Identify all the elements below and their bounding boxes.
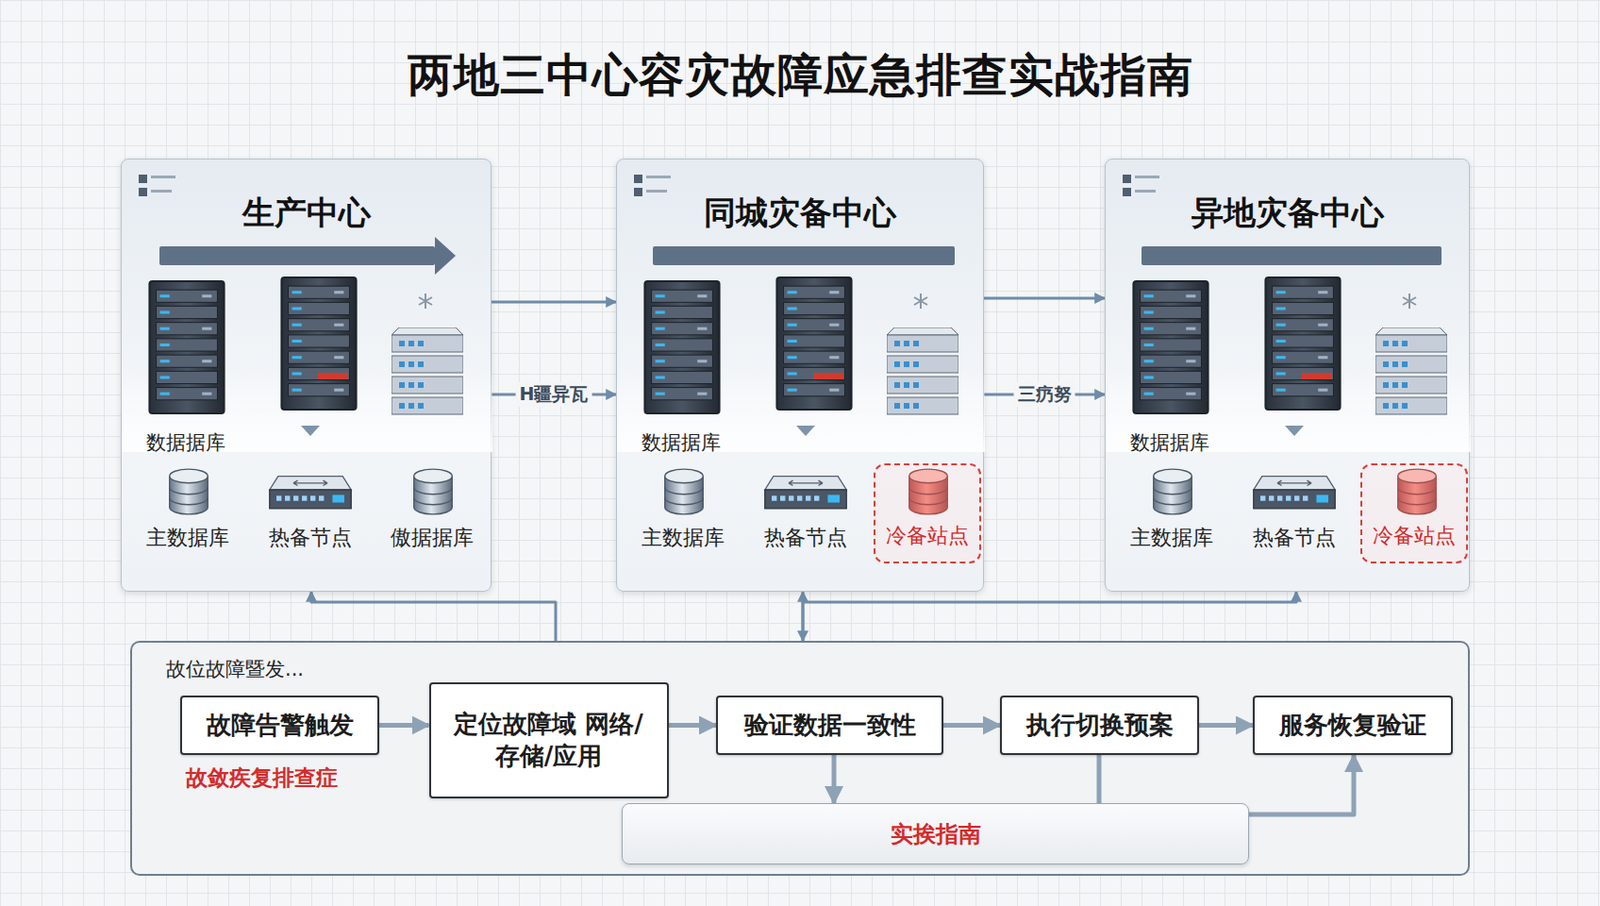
node-text: 傲据据库 (390, 523, 474, 552)
component-node: 傲据据库 (378, 463, 486, 564)
cold-site-node: 冷备站点 (873, 463, 982, 564)
node-text: 执行切换预案 (1026, 709, 1174, 742)
node-text: 主数据库 (1130, 523, 1214, 552)
process-box: 服务恢复验证 (1252, 695, 1453, 755)
node-text: 实挨指南 (890, 818, 982, 850)
node-text: 异地灾备中心 (1105, 191, 1469, 235)
connector-arrow (311, 591, 556, 641)
text-label: 数据据库 (641, 429, 721, 456)
node-text: 主数据库 (641, 523, 725, 552)
process-box: 验证数据一致性 (716, 695, 944, 755)
node-text: 热备节点 (268, 523, 352, 552)
node-text: 验证数据一致性 (744, 709, 917, 742)
component-node: 主数据库 (629, 463, 737, 564)
node-text: 故障告警触发 (206, 709, 354, 742)
node-text: 故位故障暨发... (166, 655, 304, 683)
node-text: 热备节点 (764, 523, 848, 552)
node-text: 服务恢复验证 (1279, 709, 1427, 742)
text-label: 数据据库 (1130, 429, 1210, 456)
connector-arrow (983, 297, 1105, 300)
component-node: 热备节点 (751, 463, 860, 564)
connector-arrow (943, 722, 1000, 728)
node-text: 定位故障域 网络/存储/应用 (440, 708, 658, 773)
node-text: 主数据库 (146, 523, 230, 552)
connector-arrow (491, 300, 617, 304)
connector-arrow (832, 754, 837, 803)
component-node: 热备节点 (256, 463, 365, 564)
cold-site-node: 冷备站点 (1360, 463, 1468, 564)
process-box: 定位故障域 网络/存储/应用 (429, 682, 669, 799)
component-node: 主数据库 (1117, 463, 1226, 564)
text-label: 故敛疾复排查症 (185, 763, 338, 793)
node-text: 冷备站点 (1372, 521, 1456, 550)
component-node: 热备节点 (1240, 463, 1349, 564)
connector-arrow (802, 591, 1297, 641)
process-band: 故位故障暨发... 故障告警触发 定位故障域 网络/存储/应用 验证数据一致性 执行切换… (130, 640, 1470, 876)
diagram-title: 两地三中心容灾故障应急排查实战指南 (0, 45, 1600, 106)
center-panel: 异地灾备中心主数据库 热备节点 冷备站点 数据据库 (1104, 158, 1470, 592)
center-panel: 生产中心主数据库 热备节点 傲据据库 数据据库 (120, 158, 492, 592)
process-box: 故障告警触发 (180, 695, 380, 755)
node-text: 生产中心 (121, 191, 491, 235)
node-text: 同城灾备中心 (616, 191, 984, 235)
component-node: 主数据库 (133, 463, 242, 564)
edge-label: H疆异瓦 (516, 382, 593, 407)
process-box: 执行切换预案 (1000, 695, 1200, 755)
edge-label: 三疓努 (1014, 382, 1076, 407)
node-text: 热备节点 (1252, 523, 1336, 552)
connector-arrow (379, 722, 430, 728)
connector-arrow (1097, 754, 1102, 803)
guide-band: 实挨指南 (621, 802, 1250, 865)
text-label: 数据据库 (146, 429, 226, 456)
connector-arrow (668, 722, 717, 728)
connector-arrow (1249, 754, 1354, 815)
connector-arrow (1199, 722, 1253, 728)
center-panel: 同城灾备中心主数据库 热备节点 冷备站点 数据据库 (616, 158, 984, 592)
node-text: 冷备站点 (885, 521, 969, 550)
